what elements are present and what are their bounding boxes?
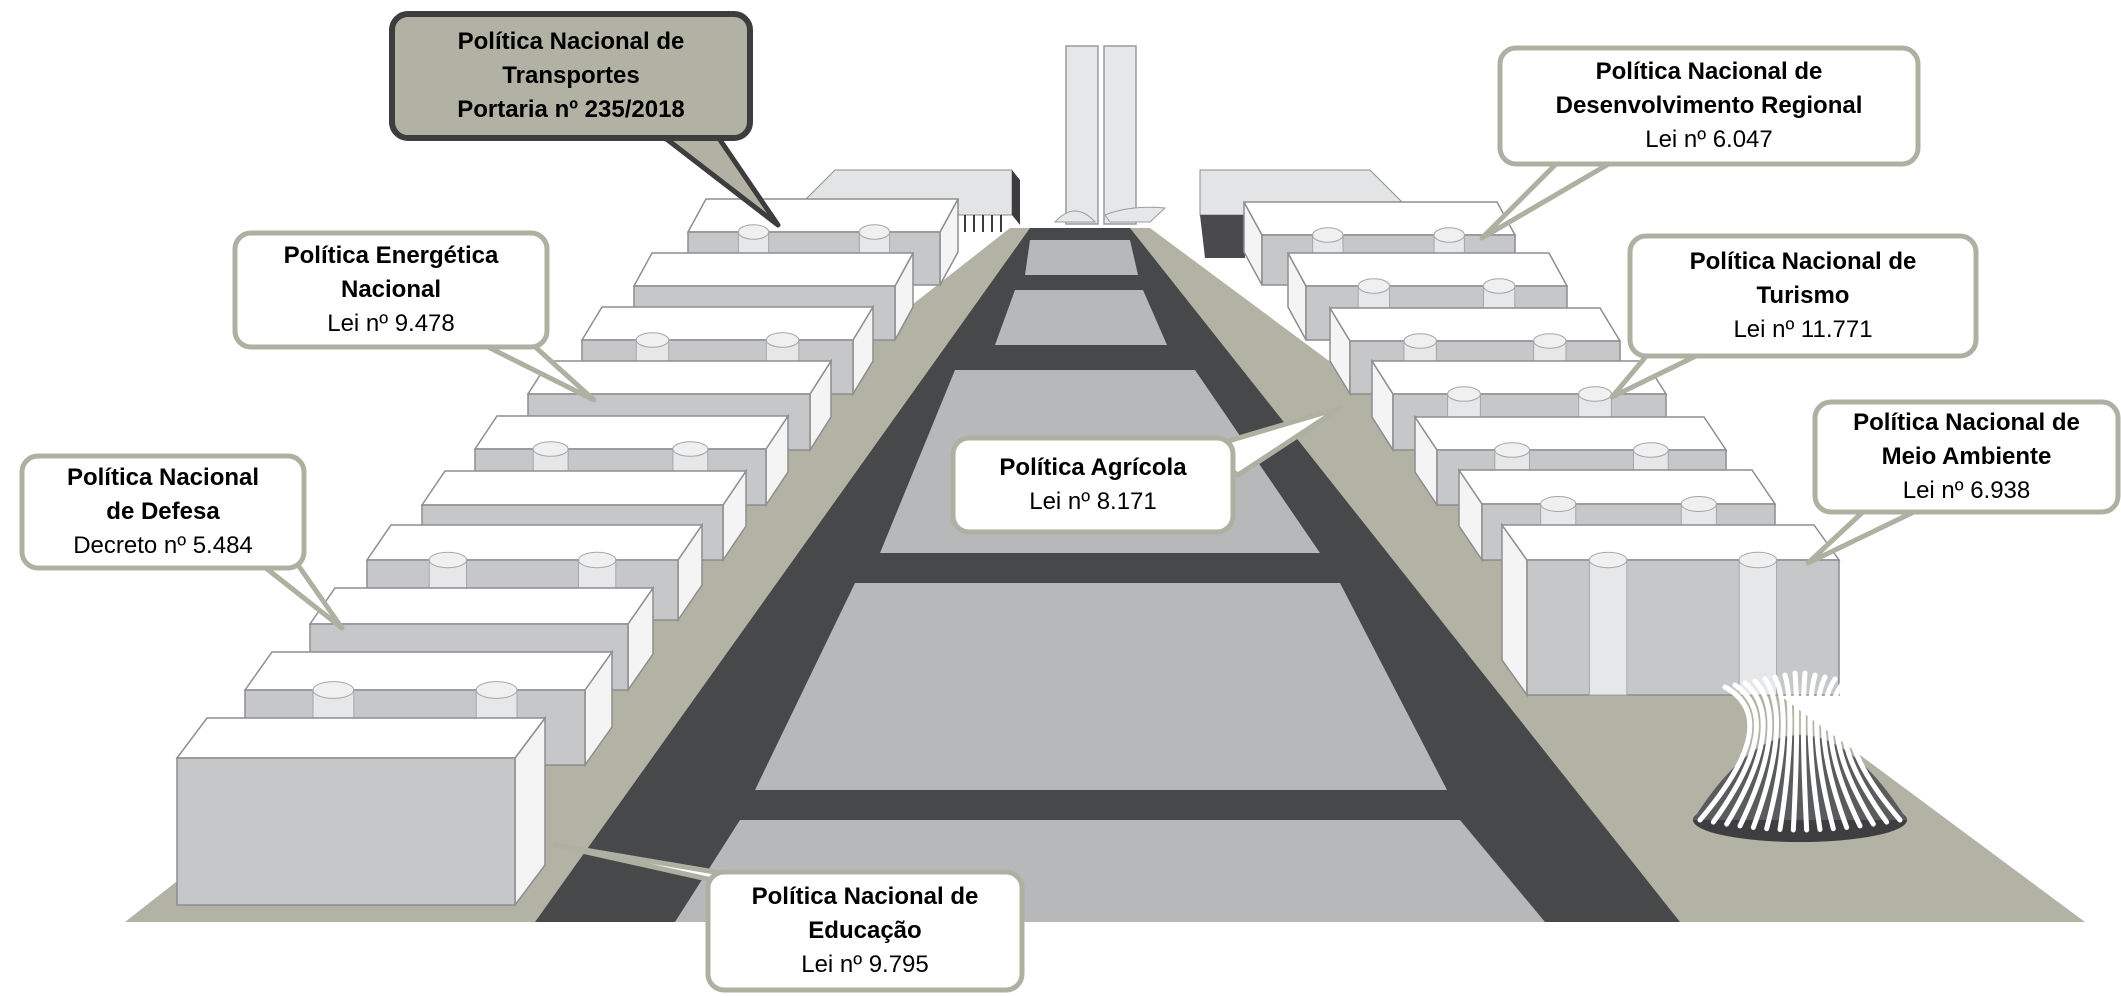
callout-agricola: Política Agrícola Lei nº 8.171 (953, 438, 1233, 532)
callout-subtitle: Lei nº 9.795 (801, 951, 929, 978)
callout-title-line-1: Política Nacional (66, 464, 260, 491)
callout-title-line-2: de Defesa (106, 498, 220, 525)
callout-box-energetica (232, 230, 550, 350)
callout-tail-desenvolvimento-regional (1479, 159, 1615, 241)
callout-title-line-1: Política Agrícola (999, 454, 1187, 481)
callout-box-meio-ambiente (1812, 399, 2121, 515)
lawn-2 (995, 290, 1167, 345)
callout-meio-ambiente: Política Nacional de Meio Ambiente Lei n… (1815, 402, 2118, 512)
callout-title-line-1: Política Nacional de (1689, 248, 1917, 275)
callout-subtitle: Lei nº 11.771 (1733, 316, 1873, 343)
lawn-1 (1025, 240, 1138, 275)
callout-box-agricola (950, 435, 1236, 535)
cathedral (1693, 670, 1907, 842)
callout-title-line-2: Turismo (1756, 282, 1850, 309)
callout-defesa: Política Nacional de Defesa Decreto nº 5… (22, 456, 304, 568)
callout-subtitle: Decreto nº 5.484 (73, 532, 253, 559)
callout-title-line-2: Desenvolvimento Regional (1555, 92, 1863, 119)
callout-tail-meio-ambiente (1805, 506, 1923, 566)
callout-subtitle: Lei nº 6.047 (1645, 126, 1773, 153)
callout-desenvolvimento-regional: Política Nacional de Desenvolvimento Reg… (1500, 48, 1918, 164)
callout-title-line-1: Política Nacional de (1595, 58, 1823, 85)
callout-box-educacao (705, 869, 1025, 993)
right-ministry-buildings (1242, 201, 1841, 698)
callout-title-line-2: Educação (808, 917, 922, 944)
callout-title-line-2: Transportes (502, 62, 640, 89)
callout-title-line-1: Política Nacional de (1853, 409, 2080, 436)
callout-educacao: Política Nacional de Educação Lei nº 9.7… (708, 872, 1022, 990)
callout-subtitle: Lei nº 8.171 (1029, 488, 1157, 515)
callout-title-line-2: Nacional (340, 276, 442, 303)
congress-towers (1053, 45, 1167, 225)
callout-transportes: Política Nacional de Transportes Portari… (392, 14, 750, 138)
ministry-building (175, 715, 547, 908)
callout-box-transportes (389, 11, 753, 141)
callout-box-defesa (19, 453, 307, 571)
callout-title-line-1: Política Energética (283, 242, 499, 269)
callout-box-desenvolvimento-regional (1497, 45, 1921, 167)
callout-title-line-2: Meio Ambiente (1881, 443, 2052, 470)
lawn-4 (755, 583, 1447, 790)
callout-subtitle: Portaria nº 235/2018 (457, 96, 685, 123)
callout-subtitle: Lei nº 6.938 (1902, 477, 2031, 504)
callout-energetica: Política Energética Nacional Lei nº 9.47… (235, 233, 547, 347)
ministry-building (1500, 522, 1841, 698)
callout-title-line-1: Política Nacional de (751, 883, 979, 910)
callout-turismo: Política Nacional de Turismo Lei nº 11.7… (1630, 236, 1976, 356)
left-ministry-buildings (175, 198, 960, 908)
callout-title-line-1: Política Nacional de (457, 28, 685, 55)
callout-subtitle: Lei nº 9.478 (327, 310, 455, 337)
callout-box-turismo (1627, 233, 1979, 359)
